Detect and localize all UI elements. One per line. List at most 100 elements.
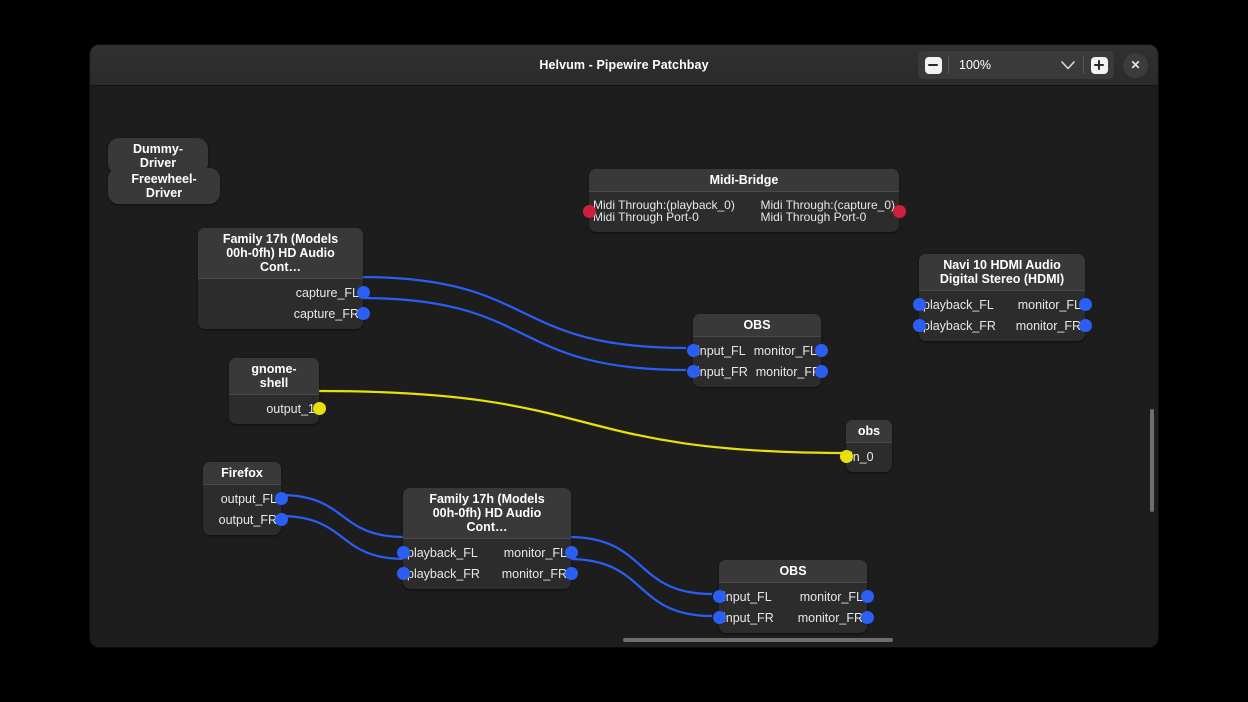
- input-port-dot[interactable]: [712, 611, 726, 624]
- node-title: OBS: [719, 560, 867, 583]
- node-title: Midi-Bridge: [589, 169, 899, 192]
- output-port-dot[interactable]: [312, 402, 326, 415]
- divider: [948, 56, 949, 74]
- input-port-dot[interactable]: [396, 567, 410, 580]
- port-row: input_FR monitor_FR: [686, 361, 828, 382]
- port-row: capture_FL: [198, 282, 370, 303]
- input-port-dot[interactable]: [912, 319, 926, 332]
- window-title: Helvum - Pipewire Patchbay: [539, 58, 709, 72]
- input-port-dot[interactable]: [686, 344, 700, 357]
- port-rows: output_FL output_FR: [203, 485, 288, 535]
- output-port-label[interactable]: monitor_FL: [503, 545, 567, 560]
- output-port-label[interactable]: monitor_FR: [501, 566, 567, 581]
- port-rows: input_FL monitor_FL input_FR monitor_FR: [712, 583, 874, 633]
- link-gnome-out1-to-obs-in0[interactable]: [317, 389, 850, 455]
- input-port-label[interactable]: Midi Through:(playback_0)Midi Through Po…: [593, 197, 735, 224]
- output-port-label[interactable]: output_FR: [218, 512, 277, 527]
- input-port-label[interactable]: input_FL: [723, 589, 772, 604]
- output-port-label[interactable]: capture_FL: [295, 285, 359, 300]
- node-gnome-shell[interactable]: gnome-shell output_1: [229, 358, 326, 424]
- link-cap-fl-to-obs-in-fl[interactable]: [359, 275, 687, 350]
- input-port-dot[interactable]: [396, 546, 410, 559]
- input-port-label[interactable]: playback_FR: [407, 566, 480, 581]
- output-port-label[interactable]: monitor_FL: [753, 343, 817, 358]
- port-row: output_FR: [203, 509, 288, 530]
- titlebar: Helvum - Pipewire Patchbay 100%: [90, 45, 1158, 86]
- input-port-label[interactable]: in_0: [850, 449, 874, 464]
- node-obs-bottom[interactable]: OBS input_FL monitor_FL input_FR monitor_FR: [712, 560, 874, 633]
- output-port-label[interactable]: monitor_FR: [797, 610, 863, 625]
- input-port-dot[interactable]: [712, 590, 726, 603]
- input-port-dot[interactable]: [582, 204, 596, 218]
- port-row: in_0: [839, 446, 892, 467]
- output-port-dot[interactable]: [274, 513, 288, 526]
- link-hda-mon-fl-to-obs-in-fl[interactable]: [568, 535, 713, 596]
- link-ff-fr-to-hda-pb-fr[interactable]: [279, 514, 406, 561]
- port-rows: capture_FL capture_FR: [198, 279, 370, 329]
- port-rows: in_0: [839, 443, 892, 472]
- output-port-label[interactable]: monitor_FR: [1015, 318, 1081, 333]
- input-port-label[interactable]: playback_FL: [407, 545, 478, 560]
- node-obs-video[interactable]: obs in_0: [839, 420, 892, 472]
- port-row: playback_FL monitor_FL: [912, 294, 1092, 315]
- zoom-in-button[interactable]: [1084, 51, 1114, 79]
- port-row: input_FR monitor_FR: [712, 607, 874, 628]
- horizontal-scrollbar[interactable]: [623, 638, 893, 642]
- input-port-label[interactable]: input_FR: [697, 364, 748, 379]
- output-port-dot[interactable]: [564, 567, 578, 580]
- node-title: obs: [846, 420, 892, 443]
- port-row: playback_FR monitor_FR: [912, 315, 1092, 336]
- input-port-label[interactable]: input_FL: [697, 343, 746, 358]
- chevron-down-icon[interactable]: [1053, 51, 1083, 79]
- node-obs-top[interactable]: OBS input_FL monitor_FL input_FR monitor_FR: [686, 314, 828, 387]
- link-ff-fl-to-hda-pb-fl[interactable]: [279, 493, 406, 539]
- output-port-dot[interactable]: [814, 344, 828, 357]
- port-row: playback_FL monitor_FL: [396, 542, 578, 563]
- input-port-label[interactable]: playback_FL: [923, 297, 994, 312]
- zoom-level-value[interactable]: 100%: [959, 58, 991, 72]
- output-port-label[interactable]: output_FL: [220, 491, 277, 506]
- input-port-label[interactable]: input_FR: [723, 610, 774, 625]
- output-port-label[interactable]: output_1: [266, 401, 315, 416]
- output-port-dot[interactable]: [356, 286, 370, 299]
- vertical-scrollbar[interactable]: [1150, 409, 1154, 512]
- output-port-label[interactable]: monitor_FL: [799, 589, 863, 604]
- node-title: Freewheel-Driver: [108, 168, 220, 204]
- link-hda-mon-fr-to-obs-in-fr[interactable]: [568, 557, 713, 618]
- input-port-label[interactable]: playback_FR: [923, 318, 996, 333]
- output-port-dot[interactable]: [1078, 298, 1092, 311]
- output-port-dot[interactable]: [1078, 319, 1092, 332]
- output-port-label[interactable]: capture_FR: [293, 306, 359, 321]
- zoom-control-group: 100%: [918, 51, 1114, 79]
- port-rows: input_FL monitor_FL input_FR monitor_FR: [686, 337, 828, 387]
- node-freewheel-driver[interactable]: Freewheel-Driver: [108, 168, 220, 204]
- input-port-dot[interactable]: [686, 365, 700, 378]
- output-port-dot[interactable]: [274, 492, 288, 505]
- zoom-out-button[interactable]: [918, 51, 948, 79]
- output-port-dot[interactable]: [860, 590, 874, 603]
- close-button[interactable]: ✕: [1123, 52, 1148, 78]
- output-port-label[interactable]: monitor_FR: [755, 364, 822, 379]
- output-port-dot[interactable]: [892, 204, 906, 218]
- output-port-dot[interactable]: [356, 307, 370, 320]
- node-title: OBS: [693, 314, 821, 337]
- input-port-dot[interactable]: [912, 298, 926, 311]
- port-row: playback_FR monitor_FR: [396, 563, 578, 584]
- input-port-dot[interactable]: [839, 450, 853, 463]
- node-title: gnome-shell: [229, 358, 319, 395]
- output-port-label[interactable]: monitor_FL: [1017, 297, 1081, 312]
- output-port-dot[interactable]: [860, 611, 874, 624]
- link-cap-fr-to-obs-in-fr[interactable]: [359, 296, 687, 372]
- output-port-dot[interactable]: [814, 365, 828, 378]
- output-port-dot[interactable]: [564, 546, 578, 559]
- output-port-label[interactable]: Midi Through:(capture_0)Midi Through Por…: [760, 197, 895, 224]
